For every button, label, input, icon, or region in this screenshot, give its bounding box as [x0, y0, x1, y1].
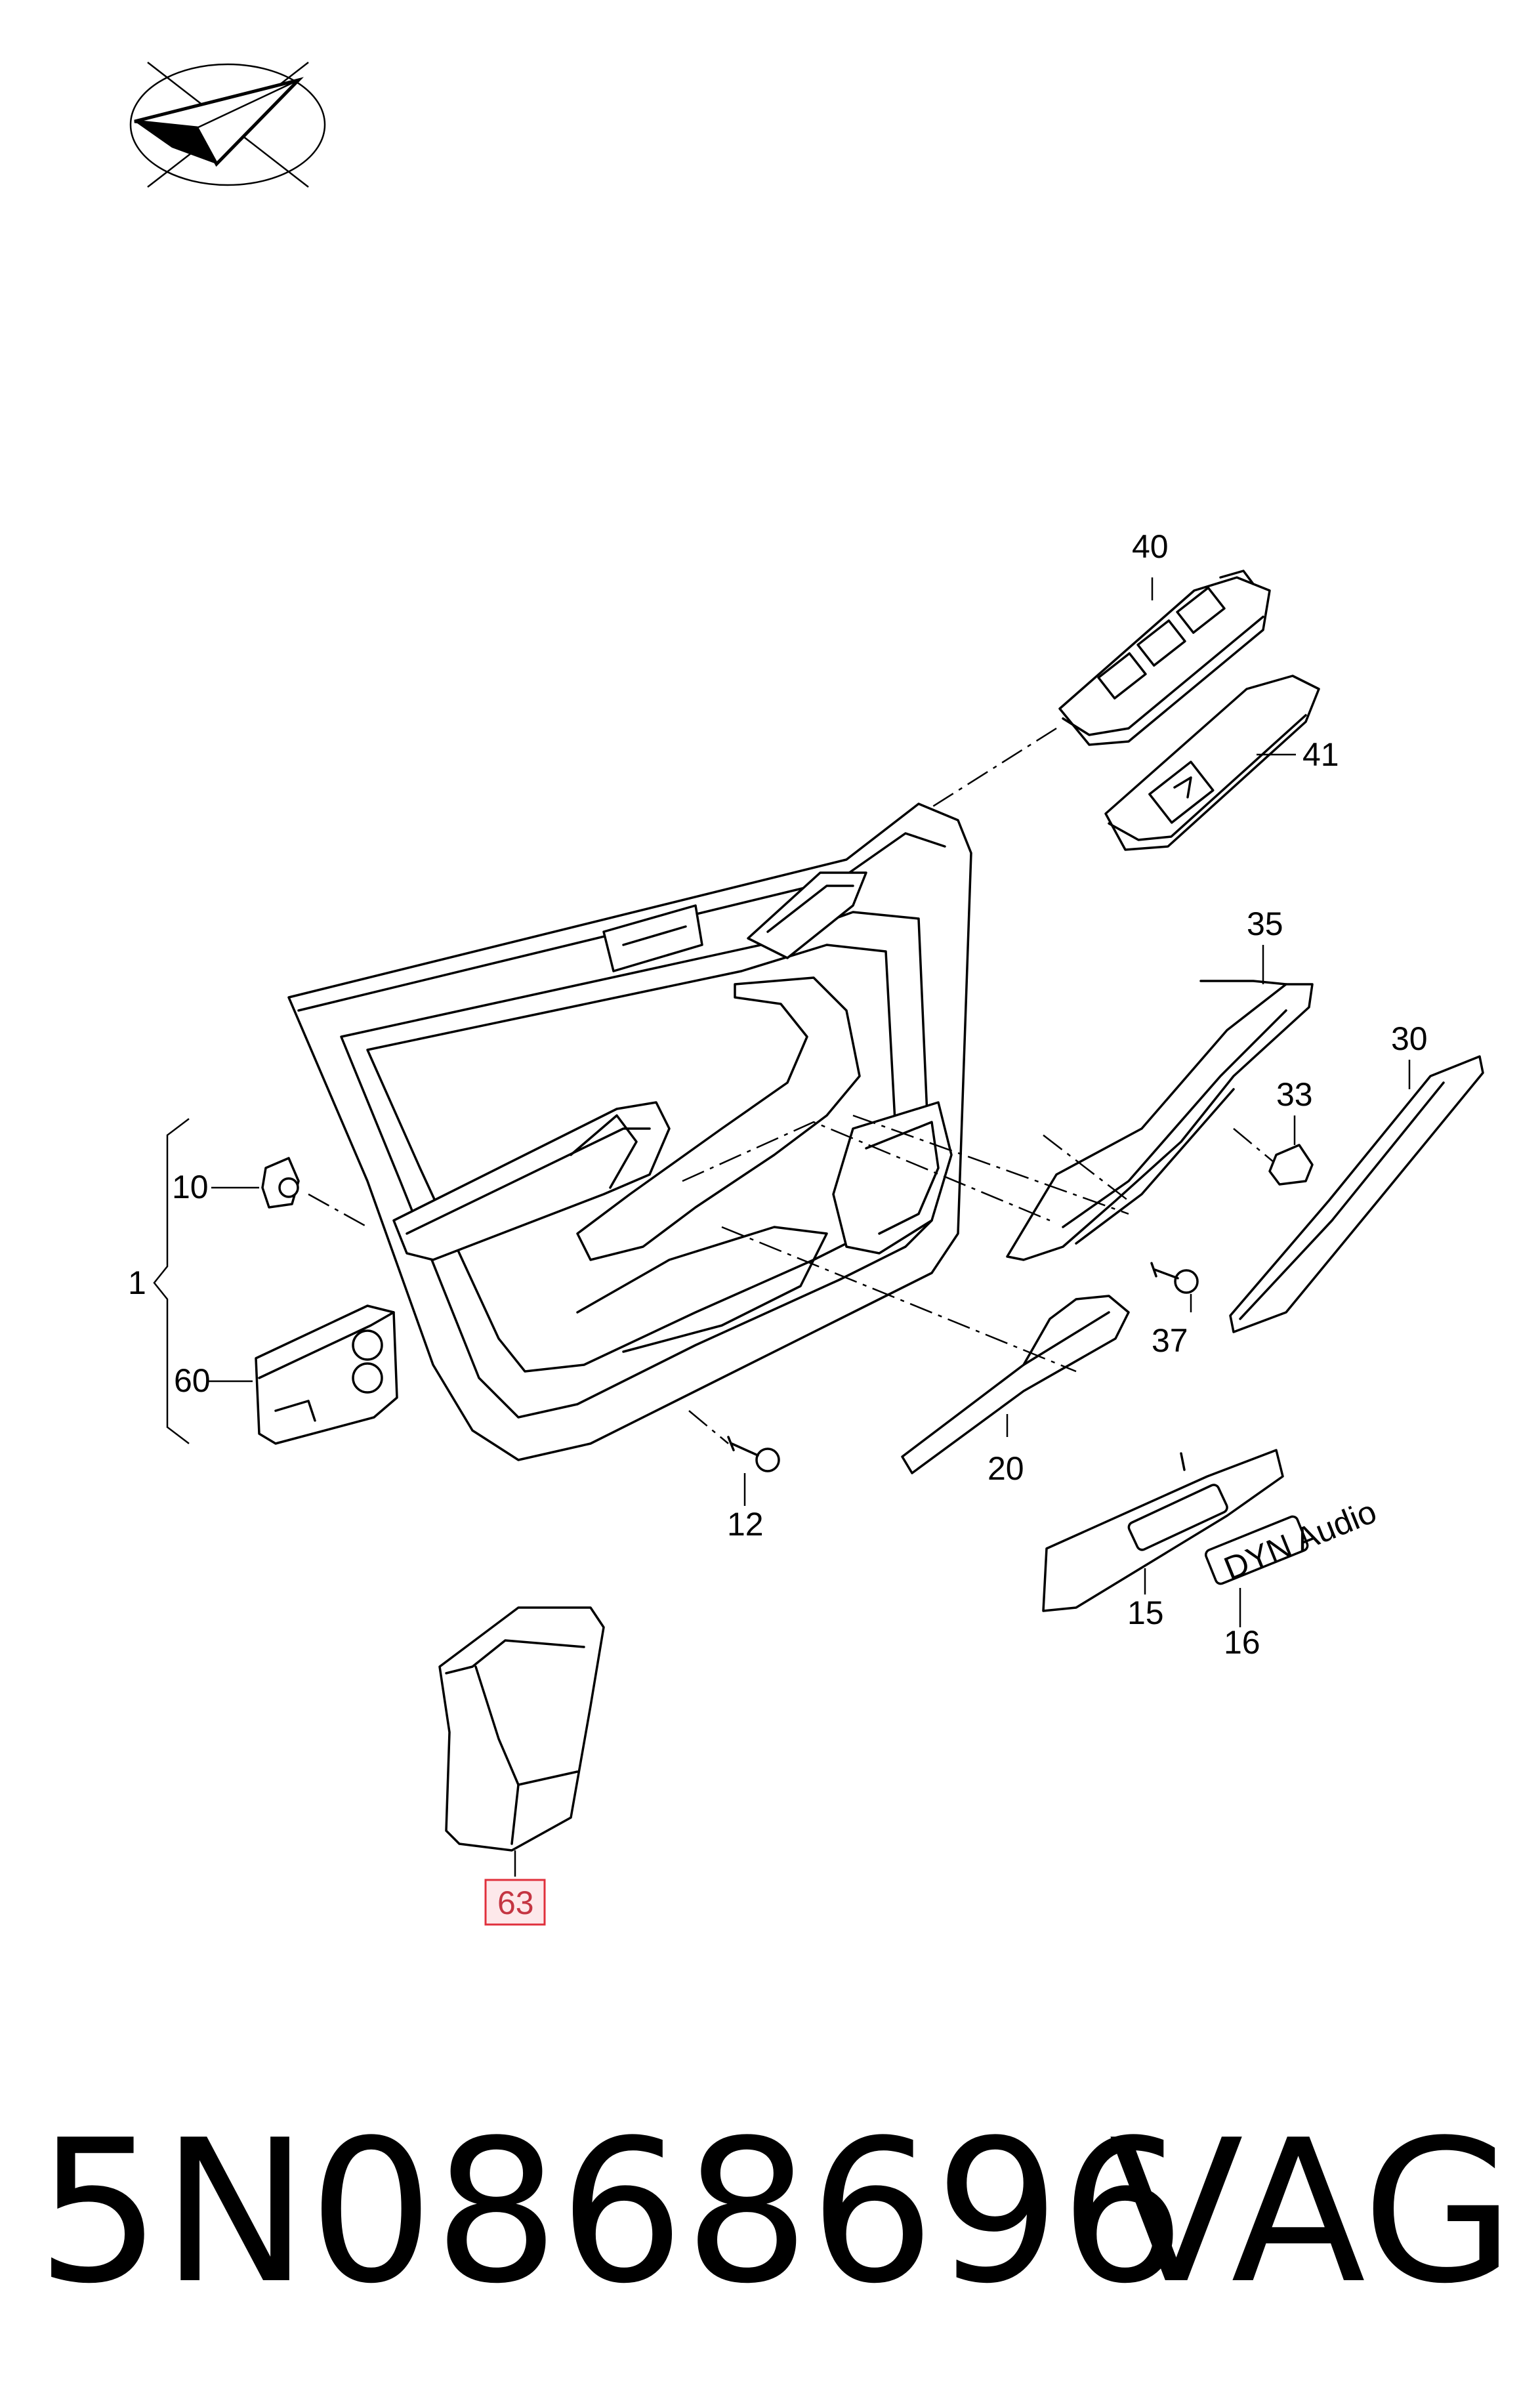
part-12-screw: [727, 1436, 780, 1472]
part-number: 5N0868696: [36, 2098, 1185, 2327]
leader-lines: [153, 577, 1411, 1877]
callout-20: 20: [988, 1450, 1024, 1487]
callout-41: 41: [1302, 736, 1339, 773]
callout-33: 33: [1276, 1076, 1313, 1113]
callout-30: 30: [1391, 1020, 1428, 1057]
part-63-pad: [438, 1606, 605, 1852]
part-35-trim-strip: [1006, 980, 1314, 1261]
callout-63-highlight: [484, 1879, 546, 1926]
callout-1: 1: [128, 1264, 146, 1301]
parts-check-logo: [129, 62, 326, 188]
part-60-bracket: [255, 1304, 398, 1445]
part-40-window-switch: [1058, 570, 1271, 746]
callout-40: 40: [1132, 528, 1169, 565]
callout-37: 37: [1152, 1322, 1188, 1359]
part-30-trim-strip: [1229, 1055, 1484, 1333]
callout-16: 16: [1224, 1624, 1260, 1661]
part-33-clip: [1268, 1144, 1314, 1186]
door-trim-panel: [287, 802, 972, 1461]
callout-15: 15: [1127, 1594, 1164, 1631]
callout-35: 35: [1247, 906, 1283, 942]
part-15-bezel: [1042, 1449, 1284, 1612]
callout-labels: 40 41 35 30 33 10 1 60 37 20 12 15 16 63: [128, 528, 1428, 1926]
part-10-clip: [261, 1157, 300, 1209]
brand-name: VAG: [1109, 2098, 1514, 2327]
part-41-window-switch: [1104, 675, 1320, 851]
part-20-trim-strip: [901, 1295, 1130, 1474]
part-37-screw: [1150, 1262, 1199, 1294]
callout-10: 10: [172, 1169, 209, 1205]
callout-63: 63: [497, 1885, 534, 1921]
callout-60: 60: [174, 1362, 211, 1399]
callout-12: 12: [727, 1506, 764, 1543]
assembly-lines: [308, 727, 1274, 1444]
